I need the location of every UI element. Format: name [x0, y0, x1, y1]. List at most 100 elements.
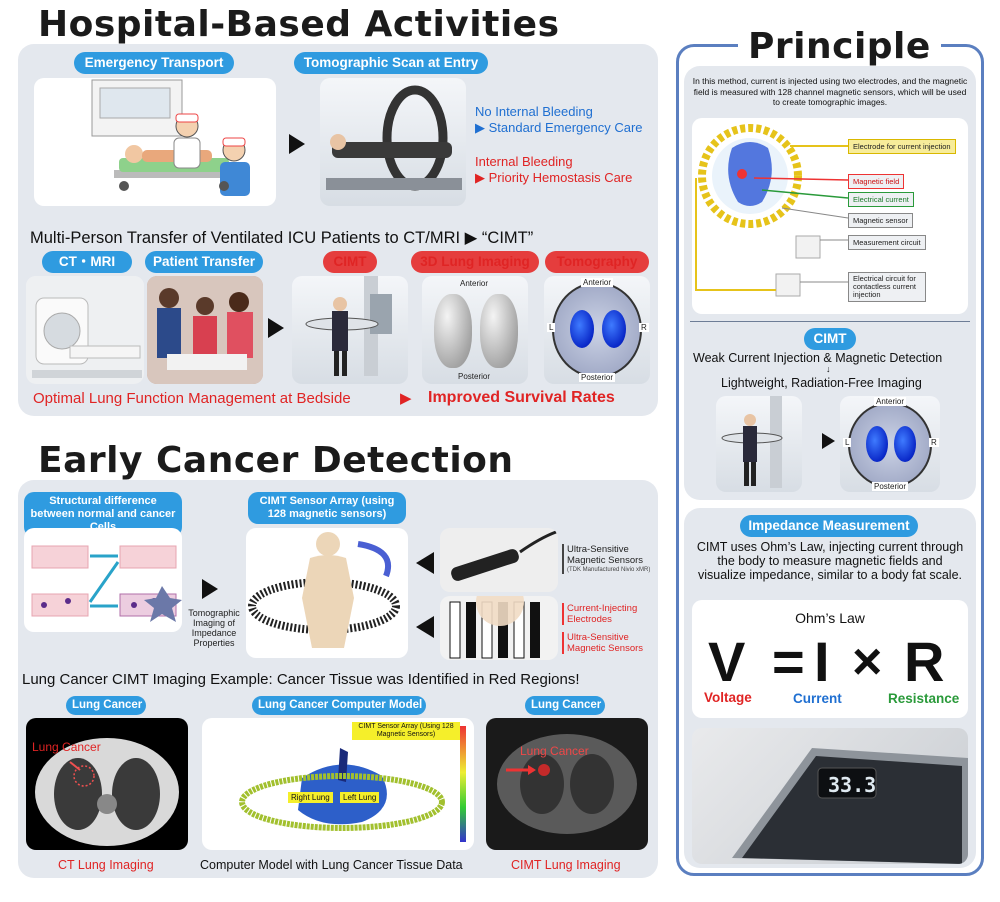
ct-scan-icon [35, 738, 179, 846]
current-label: Current [793, 691, 842, 706]
internal-bleeding: Internal Bleeding [475, 154, 573, 169]
sensor-array-illustration [246, 528, 408, 658]
impedance-pill: Impedance Measurement [740, 515, 918, 537]
transfer-line: Multi-Person Transfer of Ventilated ICU … [30, 229, 534, 247]
posterior-label: Posterior [579, 373, 616, 382]
lung-lobe-icon [602, 310, 626, 348]
electrode-comb-icon [449, 596, 540, 659]
cimt-lung-image: Lung Cancer [486, 718, 648, 850]
example-line: Lung Cancer CIMT Imaging Example: Cancer… [22, 671, 580, 688]
lung-cancer-pill: Lung Cancer [66, 696, 146, 715]
standard-emergency-care: ▶ Standard Emergency Care [475, 120, 643, 135]
cimt-device-icon [305, 276, 392, 376]
ct-caption: CT Lung Imaging [58, 858, 154, 872]
no-internal-bleeding: No Internal Bleeding [475, 104, 593, 119]
lung-lobe-icon [866, 426, 888, 462]
left-lung-label: Left Lung [340, 792, 380, 803]
patient-transfer-photo [147, 276, 263, 384]
cell-structure-diagram [24, 528, 182, 632]
anterior-label: Anterior [581, 278, 614, 287]
electrode-label: Electrode for current injection [848, 139, 956, 154]
emergency-transport-pill: Emergency Transport [74, 52, 234, 74]
lung-lobe-icon [894, 426, 916, 462]
divider [690, 321, 970, 322]
lung-imaging-3d-pill: 3D Lung Imaging [411, 251, 539, 273]
optimal-lung-management: Optimal Lung Function Management at Beds… [33, 390, 351, 407]
tomographic-scan-illustration [320, 78, 466, 206]
computer-model-pill: Lung Cancer Computer Model [252, 696, 426, 715]
weak-current-text: Weak Current Injection & Magnetic Detect… [693, 351, 943, 365]
principle-diagram: Electrode for current injection Magnetic… [692, 118, 968, 314]
arrow-right-icon [289, 134, 305, 154]
cimt-device-icon [721, 396, 783, 488]
model-caption: Computer Model with Lung Cancer Tissue D… [200, 858, 463, 872]
anterior-label: Anterior [874, 397, 907, 406]
r-symbol: R [904, 630, 945, 693]
left-label: L [843, 438, 852, 447]
ultra-sensitive-sensors-label: Ultra-Sensitive Magnetic Sensors [567, 544, 644, 566]
tdk-label: (TDK Manufactured Nivio xMR) [567, 567, 651, 573]
principle-title: Principle [738, 26, 941, 67]
resistance-label: Resistance [888, 691, 960, 706]
scanner-ring-icon [326, 85, 462, 191]
lung-cancer-pill-2: Lung Cancer [525, 696, 605, 715]
contactless-circuit-label: Electrical circuit for contactless curre… [848, 272, 926, 302]
current-electrodes-label: Current-Injecting Electrodes [562, 603, 654, 625]
arrow-left-icon [416, 552, 434, 574]
arrow-glyph: ▶ [400, 390, 412, 407]
body-fat-scale-photo: 33.3 [692, 728, 968, 864]
cimt-principle-pill: CIMT [804, 328, 856, 350]
computer-model-image: CIMT Sensor Array (Using 128 Magnetic Se… [202, 718, 474, 850]
tomography-circle [552, 282, 642, 378]
magnetic-sensor-photo [440, 528, 558, 592]
ct-lung-cancer-label: Lung Cancer [32, 740, 101, 754]
principle-tomography-image: Anterior L R Posterior [840, 396, 940, 492]
cimt-pill: CIMT [323, 251, 377, 273]
impedance-description: CIMT uses Ohm’s Law, injecting current t… [696, 540, 964, 582]
equals-symbol: = [772, 630, 805, 693]
ct-lung-image: Lung Cancer [26, 718, 188, 850]
tomography-circle [848, 402, 932, 488]
cimt-caption: CIMT Lung Imaging [511, 858, 621, 872]
right-lung-label: Right Lung [288, 792, 333, 803]
electrical-current-label: Electrical current [848, 192, 914, 207]
magnetic-sensor-label: Magnetic sensor [848, 213, 914, 228]
arrow-right-icon [268, 318, 284, 338]
ultra-sensitive-sensors-red-label: Ultra-Sensitive Magnetic Sensors [562, 632, 654, 654]
ct-mri-pill: CT・MRI [42, 251, 132, 273]
sensor-ring-diagram-icon [695, 124, 849, 297]
ultra-sensitive-sensors-block: Ultra-Sensitive Magnetic Sensors (TDK Ma… [562, 544, 654, 574]
patient-transfer-pill: Patient Transfer [145, 251, 263, 273]
right-lung-3d-icon [434, 294, 472, 368]
right-label: R [929, 438, 939, 447]
left-label: L [547, 323, 556, 332]
posterior-label: Posterior [458, 372, 491, 381]
tomographic-imaging-text: Tomographic Imaging of Impedance Propert… [188, 608, 240, 648]
arrow-right-icon [202, 579, 218, 599]
medical-staff-icon [147, 276, 263, 384]
cancer-title: Early Cancer Detection [38, 440, 514, 481]
hospital-title: Hospital-Based Activities [38, 4, 560, 45]
arrow-right-icon [822, 433, 835, 449]
posterior-label: Posterior [872, 482, 909, 491]
magnetic-field-label: Magnetic field [848, 174, 905, 189]
arrow-left-icon [416, 616, 434, 638]
tomography-image: Anterior L R Posterior [544, 276, 650, 384]
ct-mri-photo [26, 276, 144, 384]
cimt-scan-icon [497, 734, 637, 834]
improved-survival: Improved Survival Rates [428, 389, 615, 406]
ohms-law-card: Ohm’s Law V = I × R Voltage Current Resi… [692, 600, 968, 718]
scale-icon [732, 748, 968, 864]
cells-icon [31, 545, 182, 622]
voltage-label: Voltage [704, 690, 752, 705]
tomographic-scan-pill: Tomographic Scan at Entry [294, 52, 488, 74]
principle-description: In this method, current is injected usin… [692, 76, 968, 107]
times-symbol: × [852, 633, 883, 691]
sensor-ring-icon [248, 532, 400, 648]
lung-lobe-icon [570, 310, 594, 348]
sensor-array-note: CIMT Sensor Array (Using 128 Magnetic Se… [352, 722, 460, 740]
ct-machine-icon [26, 276, 144, 384]
emergency-transport-illustration [34, 78, 276, 206]
lung-3d-image: Anterior Posterior [422, 276, 528, 384]
i-symbol: I [814, 630, 830, 693]
